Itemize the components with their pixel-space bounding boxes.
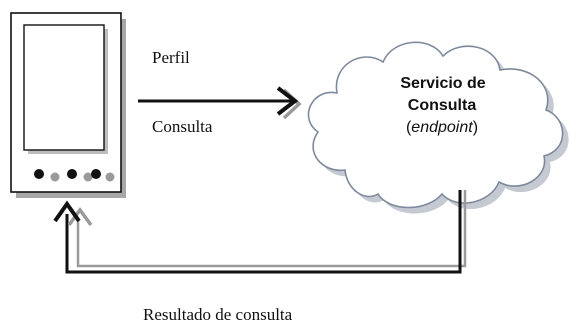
device-button-shadow xyxy=(105,172,115,182)
query-label: Consulta xyxy=(152,117,213,136)
response-arrow xyxy=(53,190,467,274)
device-button-shadow xyxy=(50,172,60,182)
profile-label: Perfil xyxy=(152,48,190,67)
service-title-line2: Consulta xyxy=(408,97,477,114)
device-button xyxy=(91,169,101,179)
response-path xyxy=(65,190,462,274)
request-arrow-head xyxy=(276,86,299,116)
response-arrow-head-shadow xyxy=(67,207,93,227)
paren-open: ( xyxy=(406,119,412,136)
device-button xyxy=(34,169,44,179)
request-arrow xyxy=(138,86,302,120)
device-button-shadow xyxy=(83,172,93,182)
service-endpoint-label: (endpoint) xyxy=(406,119,478,136)
service-title-line1: Servicio de xyxy=(400,75,485,92)
result-label: Resultado de consulta xyxy=(143,305,293,324)
paren-close: ) xyxy=(473,119,478,136)
device-screen xyxy=(23,24,105,151)
service-cloud: Servicio de Consulta (endpoint) xyxy=(307,41,569,214)
response-path-shadow xyxy=(76,190,467,268)
mobile-device xyxy=(10,12,126,198)
response-arrow-head xyxy=(53,200,81,223)
cloud-body xyxy=(307,41,564,209)
endpoint-text: endpoint xyxy=(411,119,473,136)
device-button xyxy=(67,169,77,179)
